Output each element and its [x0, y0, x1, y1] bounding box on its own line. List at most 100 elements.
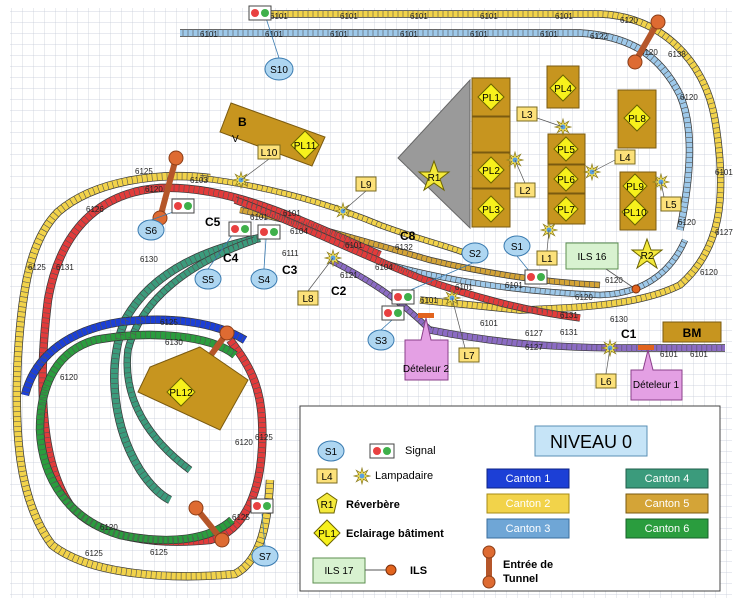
signal-leader-line — [265, 17, 280, 59]
track-sleeper — [21, 484, 30, 488]
track-sleeper — [314, 230, 319, 237]
track-sleeper — [145, 426, 152, 431]
track-sleeper — [486, 303, 488, 311]
track-sleeper — [676, 249, 683, 253]
track-sleeper — [264, 208, 268, 216]
track-sleeper — [606, 33, 609, 41]
track-sleeper — [631, 16, 634, 23]
track-sleeper — [25, 498, 34, 502]
track-sleeper — [76, 555, 80, 564]
track-sleeper — [32, 366, 40, 372]
svg-text:S10: S10 — [270, 65, 288, 76]
track-sleeper — [343, 235, 348, 244]
track-sleeper — [69, 504, 76, 511]
track-sleeper — [66, 335, 71, 343]
lamp-tag: L7 — [458, 347, 480, 363]
track-sleeper — [491, 303, 493, 311]
track-sleeper — [233, 569, 239, 578]
track-sleeper — [328, 236, 332, 243]
track-sleeper — [245, 239, 249, 247]
track-sleeper — [41, 427, 50, 429]
track-sleeper — [601, 32, 604, 40]
track-sleeper — [383, 260, 387, 267]
track-sleeper — [276, 215, 279, 222]
track-sleeper — [479, 280, 482, 287]
track-sleeper — [194, 318, 197, 327]
track-sleeper — [413, 314, 418, 319]
track-sleeper — [451, 245, 454, 252]
track-sleeper — [413, 233, 416, 240]
track-sleeper — [224, 529, 230, 536]
track-sleeper — [213, 253, 218, 260]
track-label: 6127 — [525, 329, 543, 338]
building-tag: PL2 — [477, 156, 505, 184]
track-sleeper — [254, 391, 263, 395]
track-sleeper — [49, 541, 55, 549]
building-bm — [662, 321, 722, 343]
track-sleeper — [415, 268, 418, 275]
svg-text:Canton 4: Canton 4 — [645, 473, 690, 485]
track-sleeper — [29, 508, 37, 512]
track-sleeper — [110, 362, 119, 365]
track-sleeper — [646, 279, 650, 286]
track-sleeper — [716, 202, 724, 204]
track-sleeper — [241, 358, 249, 364]
track-sleeper — [285, 190, 288, 197]
track-label: 6101 — [270, 12, 288, 21]
track-sleeper — [256, 184, 259, 191]
signal-bubble: S10 — [264, 57, 294, 81]
svg-text:R1: R1 — [321, 500, 334, 511]
track-sleeper — [189, 334, 192, 343]
track-sleeper — [406, 250, 409, 257]
track-sleeper — [605, 300, 608, 308]
track-sleeper — [259, 206, 263, 214]
track-sleeper — [70, 346, 76, 354]
track-sleeper — [406, 269, 410, 277]
track-sleeper — [305, 226, 309, 233]
track-sleeper — [203, 536, 205, 545]
track-sleeper — [222, 178, 224, 185]
track-sleeper — [14, 341, 23, 343]
track-sleeper — [110, 388, 119, 390]
track-sleeper — [250, 237, 254, 245]
track-sleeper — [710, 230, 718, 234]
track-sleeper — [342, 242, 346, 249]
track-sleeper — [111, 357, 120, 360]
track-sleeper — [59, 248, 68, 253]
track-sleeper — [344, 265, 348, 272]
track-sleeper — [184, 333, 187, 342]
track-sleeper — [355, 248, 360, 256]
track-label: 6120 — [678, 218, 696, 227]
track-sleeper — [683, 186, 691, 189]
track-sleeper — [271, 214, 274, 220]
track-sleeper — [49, 369, 57, 375]
track-purple-diagonal — [328, 257, 432, 332]
track-sleeper — [507, 301, 510, 309]
track-sleeper — [139, 314, 146, 319]
track-sleeper — [425, 277, 429, 284]
track-sleeper — [302, 217, 306, 226]
track-sleeper — [409, 310, 415, 316]
track-sleeper — [206, 173, 208, 182]
track-sleeper — [406, 307, 411, 313]
track-label: 6101 — [660, 350, 678, 359]
track-sleeper — [154, 278, 160, 286]
track-sleeper — [226, 242, 230, 250]
svg-text:PL6: PL6 — [557, 175, 575, 186]
track-sleeper — [112, 352, 121, 355]
track-sleeper — [175, 332, 177, 341]
track-sleeper — [501, 304, 503, 312]
track-sleeper — [640, 19, 644, 27]
track-sleeper — [152, 297, 158, 303]
track-label: 6132 — [395, 243, 413, 252]
track-sleeper — [398, 229, 402, 236]
track-sleeper — [117, 327, 126, 331]
track-sleeper — [42, 354, 49, 361]
track-sleeper — [125, 346, 132, 350]
svg-text:L1: L1 — [541, 254, 553, 265]
track-sleeper — [329, 229, 334, 238]
ils-sensor-icon — [631, 284, 641, 294]
track-sleeper — [174, 277, 180, 284]
track-sleeper — [31, 246, 40, 251]
track-sleeper — [615, 299, 618, 307]
